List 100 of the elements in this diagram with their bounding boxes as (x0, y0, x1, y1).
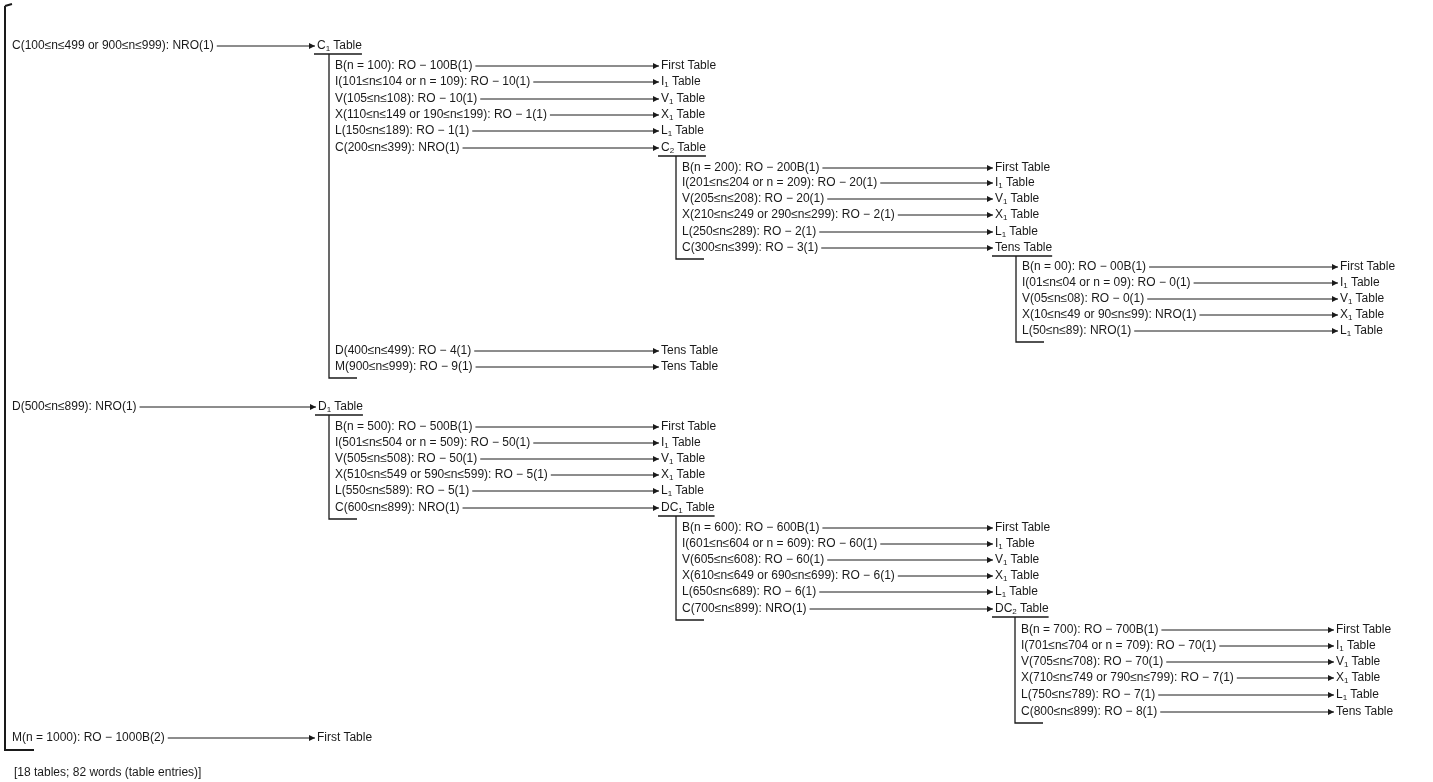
arrow (139, 404, 317, 410)
table-name: V$_{1}$ Table (661, 91, 706, 105)
table-name: X$_{1}$ Table (995, 207, 1040, 221)
arrow (821, 525, 994, 531)
arrow (462, 505, 660, 511)
condition-text: V(05≤n≤08): RO − 0(1) (1022, 291, 1145, 305)
table-name: V$_{1}$ Table (995, 552, 1040, 566)
condition-text: B(n = 100): RO − 100B(1) (335, 58, 473, 72)
table-name: I$_{1}$ Table (661, 74, 701, 88)
arrow (818, 589, 994, 595)
arrow (1148, 264, 1339, 270)
arrow (475, 364, 660, 370)
arrow (532, 79, 660, 85)
arrow (471, 488, 660, 494)
condition-text: C(600≤n≤899): NRO(1) (335, 500, 460, 514)
arrow (821, 165, 994, 171)
table-name: First Table (661, 419, 717, 433)
condition-text: V(605≤n≤608): RO − 60(1) (682, 552, 825, 566)
arrow (1133, 328, 1339, 334)
condition-text: L(550≤n≤589): RO − 5(1) (335, 483, 470, 497)
arrow (1236, 675, 1335, 681)
table-name: Tens Table (995, 240, 1053, 254)
arrow (474, 424, 660, 430)
table-name: D$_{1}$ Table (318, 399, 363, 413)
table-name: DC$_{2}$ Table (995, 601, 1049, 615)
condition-text: D(400≤n≤499): RO − 4(1) (335, 343, 472, 357)
condition-text: L(150≤n≤189): RO − 1(1) (335, 123, 470, 137)
table-name: X$_{1}$ Table (1336, 670, 1381, 684)
table-name: First Table (317, 730, 373, 744)
arrow (549, 112, 660, 118)
table-name: X$_{1}$ Table (995, 568, 1040, 582)
table-name: C$_{1}$ Table (317, 38, 362, 52)
arrow (167, 735, 316, 741)
condition-text: D(500≤n≤899): NRO(1) (12, 399, 137, 413)
condition-text: L(750≤n≤789): RO − 7(1) (1021, 687, 1156, 701)
arrow (1159, 709, 1335, 715)
table-name: L$_{1}$ Table (995, 224, 1038, 238)
condition-text: X(610≤n≤649 or 690≤n≤699): RO − 6(1) (682, 568, 895, 582)
condition-text: C(100≤n≤499 or 900≤n≤999): NRO(1) (12, 38, 214, 52)
condition-text: I(501≤n≤504 or n = 509): RO − 50(1) (335, 435, 531, 449)
arrow (879, 180, 994, 186)
condition-text: X(710≤n≤749 or 790≤n≤799): RO − 7(1) (1021, 670, 1234, 684)
condition-text: L(50≤n≤89): NRO(1) (1022, 323, 1132, 337)
table-name: X$_{1}$ Table (661, 107, 706, 121)
condition-text: X(10≤n≤49 or 90≤n≤99): NRO(1) (1022, 307, 1197, 321)
condition-text: V(105≤n≤108): RO − 10(1) (335, 91, 478, 105)
condition-text: C(700≤n≤899): NRO(1) (682, 601, 807, 615)
condition-text: M(900≤n≤999): RO − 9(1) (335, 359, 473, 373)
arrow (820, 245, 994, 251)
arrow (1146, 296, 1339, 302)
table-name: I$_{1}$ Table (995, 175, 1035, 189)
condition-text: I(601≤n≤604 or n = 609): RO − 60(1) (682, 536, 878, 550)
arrow (1193, 280, 1339, 286)
table-name: Tens Table (1336, 704, 1394, 718)
condition-text: B(n = 600): RO − 600B(1) (682, 520, 820, 534)
condition-text: B(n = 200): RO − 200B(1) (682, 160, 820, 174)
arrow (826, 557, 994, 563)
table-name: First Table (995, 520, 1051, 534)
condition-text: I(101≤n≤104 or n = 109): RO − 10(1) (335, 74, 531, 88)
table-name: First Table (995, 160, 1051, 174)
arrow (216, 43, 316, 49)
condition-text: X(210≤n≤249 or 290≤n≤299): RO − 2(1) (682, 207, 895, 221)
arrow (474, 63, 660, 69)
table-name: C$_{2}$ Table (661, 140, 706, 154)
arrow (818, 229, 994, 235)
table-name: V$_{1}$ Table (1340, 291, 1385, 305)
condition-text: I(201≤n≤204 or n = 209): RO − 20(1) (682, 175, 878, 189)
table-name: V$_{1}$ Table (661, 451, 706, 465)
condition-text: X(510≤n≤549 or 590≤n≤599): RO − 5(1) (335, 467, 548, 481)
condition-text: C(800≤n≤899): RO − 8(1) (1021, 704, 1158, 718)
arrow (1160, 627, 1335, 633)
arrow (1218, 643, 1335, 649)
table-name: First Table (661, 58, 717, 72)
table-name: L$_{1}$ Table (661, 483, 704, 497)
condition-text: V(505≤n≤508): RO − 50(1) (335, 451, 478, 465)
arrow (1165, 659, 1335, 665)
condition-text: I(701≤n≤704 or n = 709): RO − 70(1) (1021, 638, 1217, 652)
arrow (826, 196, 994, 202)
condition-text: M(n = 1000): RO − 1000B(2) (12, 730, 165, 744)
condition-text: X(110≤n≤149 or 190≤n≤199): RO − 1(1) (335, 107, 547, 121)
condition-text: I(01≤n≤04 or n = 09): RO − 0(1) (1022, 275, 1191, 289)
table-name: L$_{1}$ Table (1340, 323, 1383, 337)
arrow (471, 128, 660, 134)
arrow (479, 96, 660, 102)
condition-text: B(n = 500): RO − 500B(1) (335, 419, 473, 433)
arrow (809, 606, 994, 612)
table-name: Tens Table (661, 343, 719, 357)
table-name: X$_{1}$ Table (1340, 307, 1385, 321)
table-name: I$_{1}$ Table (1336, 638, 1376, 652)
caption: [18 tables; 82 words (table entries)] (14, 765, 202, 779)
condition-text: V(705≤n≤708): RO − 70(1) (1021, 654, 1164, 668)
table-name: I$_{1}$ Table (661, 435, 701, 449)
condition-text: B(n = 700): RO − 700B(1) (1021, 622, 1159, 636)
condition-text: B(n = 00): RO − 00B(1) (1022, 259, 1147, 273)
arrow (462, 145, 660, 151)
arrow (897, 212, 994, 218)
table-name: DC$_{1}$ Table (661, 500, 715, 514)
table-name: I$_{1}$ Table (995, 536, 1035, 550)
table-name: V$_{1}$ Table (995, 191, 1040, 205)
condition-text: V(205≤n≤208): RO − 20(1) (682, 191, 825, 205)
